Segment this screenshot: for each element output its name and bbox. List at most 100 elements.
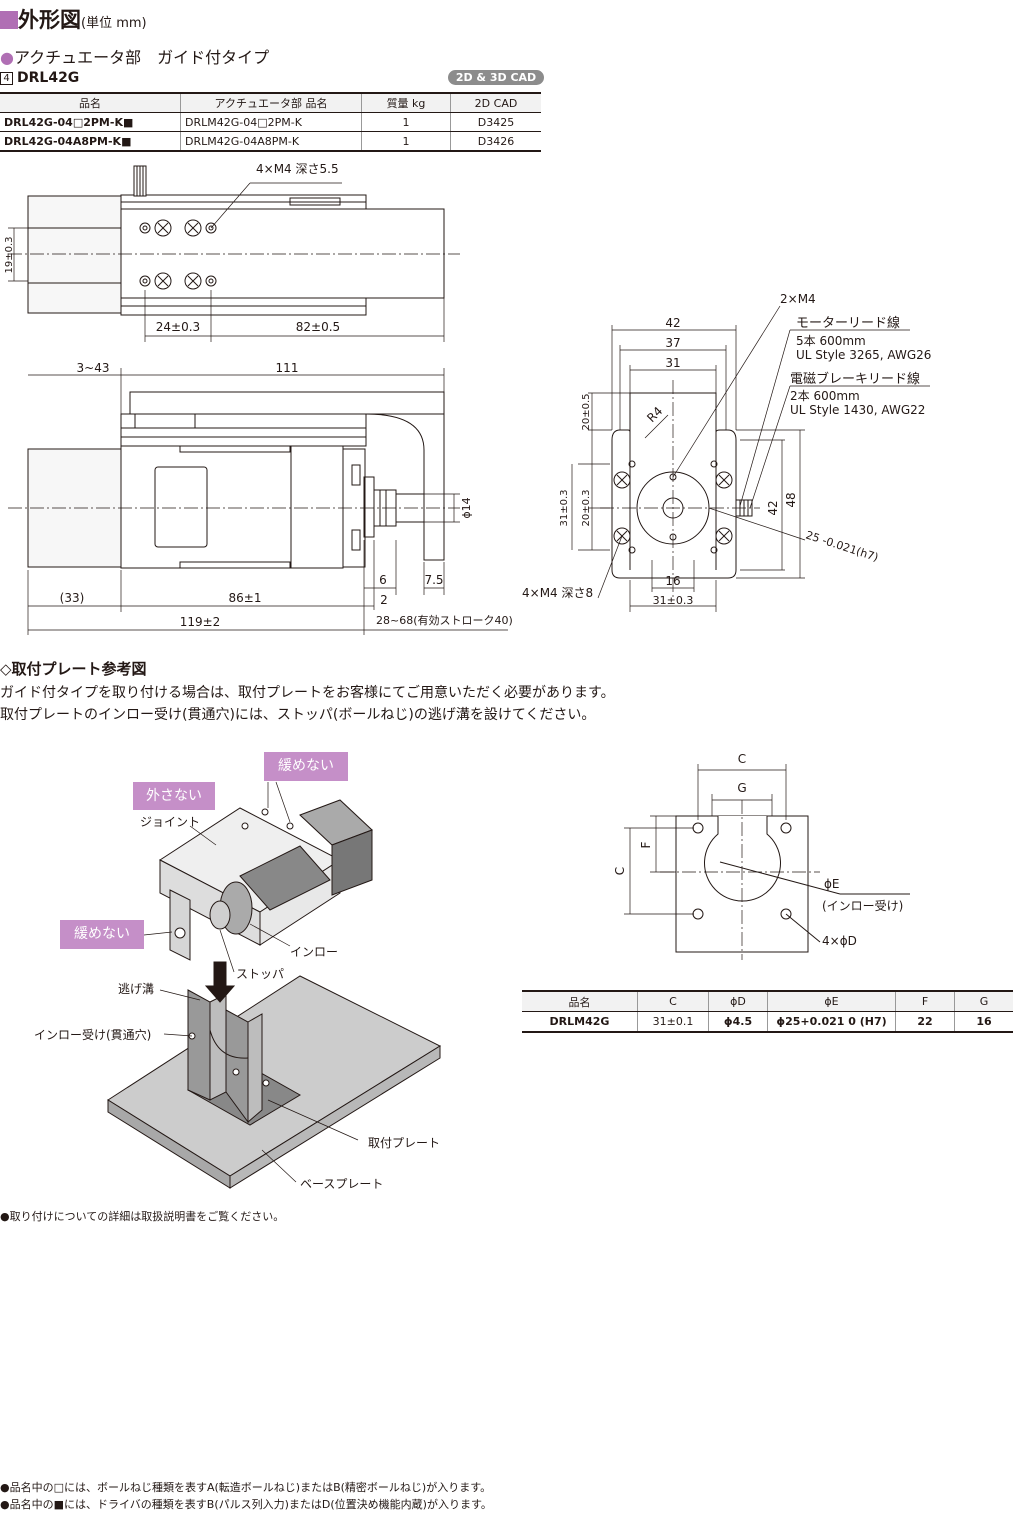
plate-section-title: ◇取付プレート参考図 [0, 660, 147, 678]
model-name: DRL42G [17, 70, 80, 86]
dim-3-43: 3~43 [77, 361, 110, 375]
dims-header-cell: 品名 [522, 991, 638, 1012]
spec-table: 品名 アクチュエータ部 品名 質量 kg 2D CAD DRL42G-04□2P… [0, 92, 541, 152]
spec-header-cell: 質量 kg [361, 93, 451, 113]
dim-2: 2 [380, 593, 388, 607]
table-cell: 1 [361, 131, 451, 152]
dim-119: 119±2 [180, 615, 221, 629]
table-row: DRL42G-04A8PM-K■ DRLM42G-04A8PM-K 1 D342… [0, 131, 541, 152]
side-view [8, 368, 508, 635]
table-cell: 31±0.1 [637, 1011, 709, 1033]
table-cell: 1 [361, 112, 451, 132]
dim-33: (33) [60, 591, 85, 605]
plate-label-c-side: C [613, 867, 627, 875]
mounting-illustration: ジョイント インロー ストッパ 逃げ溝 インロー受け(貫通穴) 取付プレート ベ… [34, 781, 442, 1191]
dim-6: 6 [379, 573, 387, 587]
dims-header-cell: ϕE [767, 991, 896, 1012]
stopper-label: ストッパ [236, 967, 284, 981]
plate-label-f: F [639, 841, 653, 848]
table-cell: DRLM42G-04□2PM-K [180, 112, 362, 132]
plate-label-inro: (インロー受け) [822, 899, 903, 913]
mount-plate-label: 取付プレート [368, 1136, 440, 1150]
dim-phi14: ϕ14 [460, 497, 473, 518]
plate-drawing: C G F C ϕE (インロー受け) 4×ϕD [613, 752, 910, 960]
dim-19: 19±0.3 [4, 236, 15, 273]
table-row: DRLM42G 31±0.1 ϕ4.5 ϕ25+0.021 0 (H7) 22 … [522, 1011, 1013, 1033]
motor-lead-spec1: 5本 600mm [796, 334, 866, 348]
dims-header-cell: C [637, 991, 709, 1012]
table-cell: D3425 [450, 112, 541, 132]
spec-table-header: 品名 アクチュエータ部 品名 質量 kg 2D CAD [0, 93, 541, 113]
plate-label-phi-e: ϕE [824, 877, 840, 891]
brake-lead-label: 電磁ブレーキリード線 [790, 371, 920, 387]
end-holes-label: 4×M4 深さ8 [522, 586, 593, 600]
table-cell: DRLM42G-04A8PM-K [180, 131, 362, 152]
footnote-1: ●品名中の□には、ボールねじ種類を表すA(転造ボールねじ)またはB(精密ボールね… [0, 1481, 492, 1494]
spec-header-cell: 2D CAD [450, 93, 541, 113]
title-text: 外形図 [18, 8, 81, 32]
dim-37: 37 [665, 336, 680, 350]
footnote-2: ●品名中の■には、ドライバの種類を表すB(パルス列入力)またはD(位置決め機能内… [0, 1498, 492, 1511]
spec-header-cell: 品名 [0, 93, 181, 113]
plate-label-c-top: C [738, 752, 746, 766]
table-row: DRL42G-04□2PM-K■ DRLM42G-04□2PM-K 1 D342… [0, 112, 541, 132]
dim-25: 25 -0.021(h7) [804, 528, 880, 564]
table-cell: ϕ4.5 [708, 1011, 768, 1033]
table-cell: DRLM42G [522, 1011, 638, 1033]
plate-label-4phi-d: 4×ϕD [822, 934, 857, 948]
title-marker [0, 11, 18, 29]
dim-stroke: 28~68(有効ストローク40) [376, 613, 513, 627]
base-plate-label: ベースプレート [300, 1177, 383, 1191]
relief-groove-label: 逃げ溝 [118, 982, 154, 996]
badge-no-loosen-left: 緩めない [60, 920, 144, 949]
table-cell: 22 [895, 1011, 955, 1033]
table-cell: DRL42G-04□2PM-K■ [0, 112, 181, 132]
dim-86: 86±1 [229, 591, 262, 605]
dims-header-cell: G [954, 991, 1013, 1012]
plate-section-line1: ガイド付タイプを取り付ける場合は、取付プレートをお客様にてご用意いただく必要があ… [0, 685, 615, 701]
model-heading: 4 DRL42G [0, 70, 79, 86]
plate-dims-table: 品名 C ϕD ϕE F G DRLM42G 31±0.1 ϕ4.5 ϕ25+0… [522, 990, 1013, 1033]
dim-42v: 42 [766, 500, 780, 515]
section-subtitle: ●アクチュエータ部 ガイド付タイプ [0, 44, 269, 68]
dims-table-header: 品名 C ϕD ϕE F G [522, 991, 1013, 1012]
badge-no-loosen-top: 緩めない [264, 752, 348, 781]
motor-lead-spec2: UL Style 3265, AWG26 [796, 348, 931, 362]
model-number: 4 [0, 72, 13, 85]
dim-16: 16 [665, 574, 680, 588]
motor-lead-label: モーターリード線 [796, 315, 900, 331]
brake-lead-spec2: UL Style 1430, AWG22 [790, 403, 925, 417]
unit-label: (単位 mm) [81, 16, 147, 31]
cad-badge[interactable]: 2D & 3D CAD [448, 70, 544, 85]
inro-label: インロー [290, 945, 338, 959]
inro-receiver-label: インロー受け(貫通穴) [34, 1027, 151, 1042]
subtitle-text: アクチュエータ部 ガイド付タイプ [13, 48, 270, 67]
plate-section-line2: 取付プレートのインロー受け(貫通穴)には、ストッパ(ボールねじ)の逃げ溝を設けて… [0, 707, 596, 723]
page-title: 外形図(単位 mm) [0, 4, 147, 34]
top-view [8, 165, 460, 342]
dim-20a: 20±0.5 [581, 393, 592, 430]
dims-header-cell: F [895, 991, 955, 1012]
spec-header-cell: アクチュエータ部 品名 [180, 93, 362, 113]
dim-31v: 31±0.3 [559, 489, 570, 526]
table-cell: ϕ25+0.021 0 (H7) [767, 1011, 896, 1033]
dim-82: 82±0.5 [296, 320, 340, 334]
dim-48: 48 [784, 492, 798, 507]
table-cell: DRL42G-04A8PM-K■ [0, 131, 181, 152]
dim-111: 111 [276, 361, 299, 375]
dim-20b: 20±0.3 [581, 489, 592, 526]
dim-24: 24±0.3 [156, 320, 200, 334]
badge-no-remove: 外さない [133, 782, 215, 810]
outline-drawings: 4×M4 深さ5.5 19±0.3 24±0.3 82±0.5 3~43 111… [4, 162, 931, 635]
table-cell: 16 [954, 1011, 1013, 1033]
dim-42: 42 [665, 316, 680, 330]
dims-header-cell: ϕD [708, 991, 768, 1012]
install-note: ●取り付けについての詳細は取扱説明書をご覧ください。 [0, 1210, 285, 1223]
dim-31h: 31±0.3 [653, 594, 694, 607]
joint-label: ジョイント [140, 815, 200, 829]
brake-lead-spec1: 2本 600mm [790, 389, 860, 403]
end-m4-label: 2×M4 [780, 292, 816, 306]
end-view [571, 305, 930, 612]
top-holes-label: 4×M4 深さ5.5 [256, 162, 339, 176]
table-cell: D3426 [450, 131, 541, 152]
